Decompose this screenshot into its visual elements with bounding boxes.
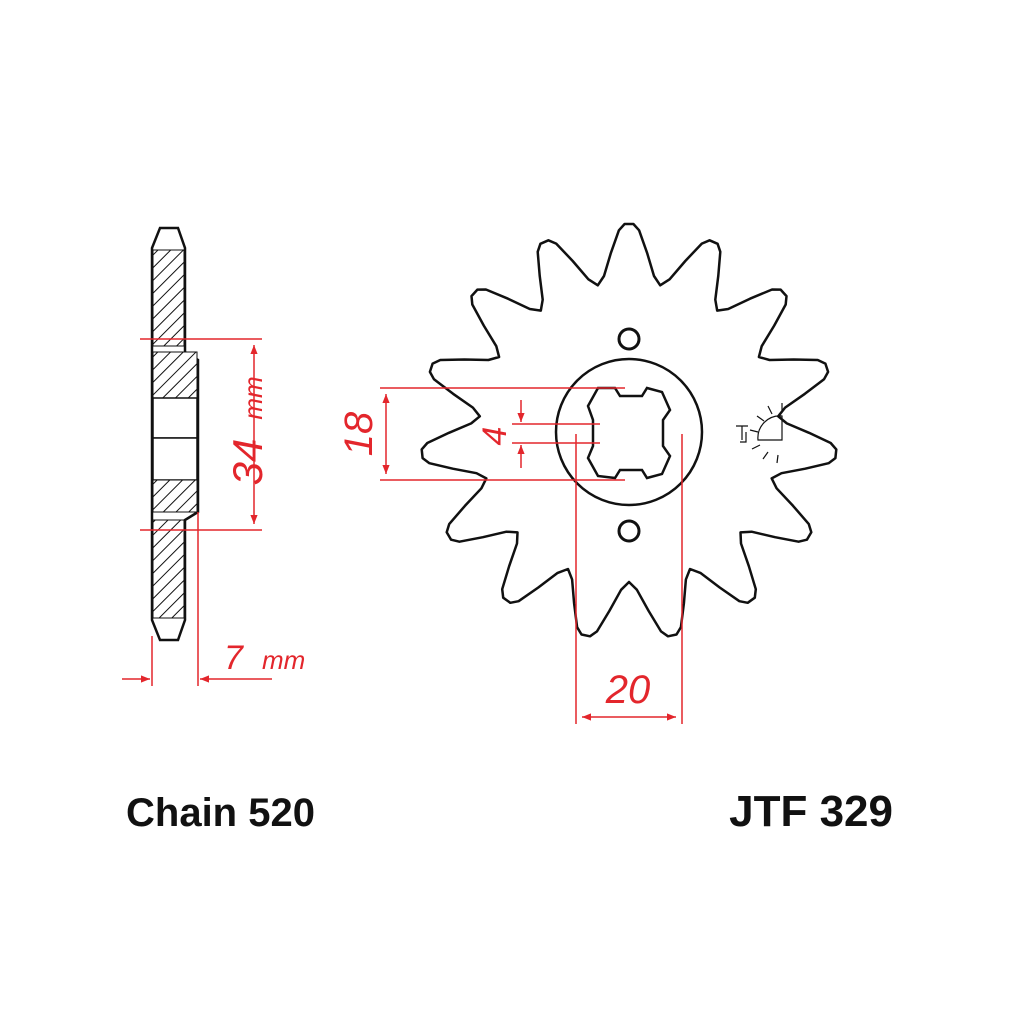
thickness-unit: mm <box>262 645 305 675</box>
jt-sun-logo-icon <box>736 403 783 464</box>
spline-width-value: 20 <box>605 668 651 712</box>
front-view <box>420 222 838 638</box>
side-hatch-hub-top <box>152 351 198 399</box>
dimension-spline-width: 20 <box>575 434 683 724</box>
hub-height-value: 34 <box>224 439 271 486</box>
spline-bore <box>586 386 672 480</box>
dimension-thickness: 7 mm <box>122 512 305 686</box>
spline-height-value: 18 <box>337 411 381 456</box>
bolt-hole-top <box>617 327 641 351</box>
dimension-key-width: 4 <box>476 400 600 468</box>
dimension-spline-height: 18 <box>337 387 625 481</box>
hub-height-unit: mm <box>238 376 268 419</box>
side-spline-gap-1 <box>152 397 198 439</box>
dimension-hub-height: 34 mm <box>140 338 271 531</box>
bolt-hole-bottom <box>617 519 641 543</box>
thickness-value: 7 <box>224 639 244 677</box>
key-width-value: 4 <box>476 427 514 446</box>
side-hatch-upper <box>152 249 185 347</box>
side-view <box>150 226 200 642</box>
side-hatch-hub-bottom <box>152 479 198 513</box>
side-hatch-lower <box>152 519 185 619</box>
side-spline-gap-2 <box>152 437 198 481</box>
part-number-label: JTF 329 <box>729 787 893 836</box>
chain-size-label: Chain 520 <box>126 791 315 835</box>
